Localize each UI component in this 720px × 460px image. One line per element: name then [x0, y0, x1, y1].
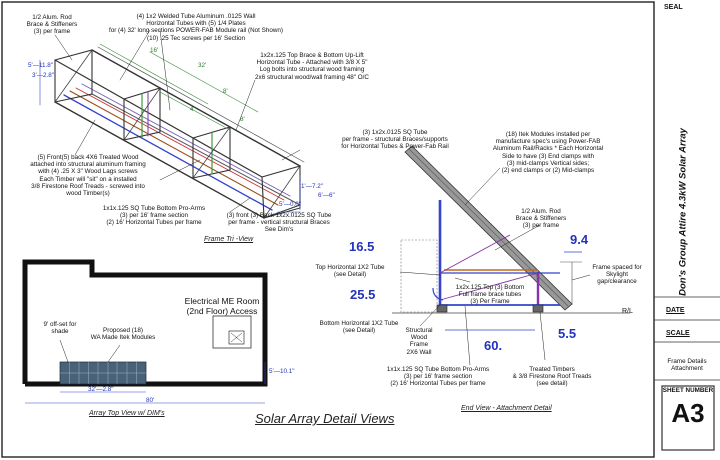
project-title: Don's Group Attire 4.3kW Solar Array — [677, 128, 689, 296]
dim-9-4: 9.4 — [570, 232, 589, 247]
modules-note: Proposed (18)WA Made Itek Modules — [90, 327, 156, 342]
sheet-description: Frame Details Attachment — [667, 358, 707, 373]
seal-label: SEAL — [664, 4, 683, 11]
dim-c: 1'—7.2" — [301, 183, 323, 190]
sheet-number: A3 — [671, 398, 705, 428]
end-view-label: End View - Attachment Detail — [461, 405, 552, 412]
electrical-room-label: Electrical ME Room(2nd Floor) Access — [184, 296, 260, 316]
note-bottom-horizontal: Bottom Horizontal 1X2 Tube(see Detail) — [319, 320, 399, 335]
dim-16-5: 16.5 — [349, 239, 375, 254]
rl-label: R/L — [622, 308, 633, 315]
dim-array-width: 32'—2.8" — [88, 386, 114, 393]
title-block-lines — [654, 296, 720, 451]
dim-a: 5'—11.8" — [28, 62, 54, 69]
dim-8b: 8' — [240, 116, 245, 123]
date-label: DATE — [666, 307, 685, 314]
note-pro-arms: 1x1x.125 SQ Tube Bottom Pro-Arms(3) per … — [102, 205, 206, 227]
dim-60: 60. — [484, 338, 503, 353]
note-top-horizontal: Top Horizontal 1X2 Tube(see Detail) — [315, 264, 385, 279]
dim-8a: 8' — [223, 88, 228, 95]
end-view-drawing — [392, 145, 630, 366]
dim-side: 5'—10.1" — [269, 368, 295, 375]
top-view-drawing — [22, 259, 268, 404]
top-view-label: Array Top View w/ DIM's — [89, 410, 165, 417]
dim-b: 3'—2.8" — [32, 72, 54, 79]
frame-tri-view-drawing — [39, 29, 305, 219]
scale-label: SCALE — [666, 330, 690, 337]
note-end-pro-arms: 1x1x.125 SQ Tube Bottom Pro-Arms(3) per … — [386, 366, 490, 388]
drawing-title: Solar Array Detail Views — [255, 411, 395, 426]
frame-tri-view-label: Frame Tri -View — [204, 236, 254, 243]
dim-d: 6'—6" — [318, 192, 335, 199]
note-timbers: Treated Timbers& 3/8 Firestone Roof Trea… — [512, 366, 592, 388]
dim-25-5: 25.5 — [350, 287, 376, 302]
dim-4: 4' — [190, 106, 195, 113]
sheet-number-label: SHEET NUMBER — [662, 387, 714, 394]
dim-total-length: 80' — [146, 397, 155, 404]
dim-16: 16' — [150, 47, 159, 54]
dim-e: 5'—0.0" — [279, 201, 301, 208]
dim-5-5: 5.5 — [558, 326, 577, 341]
dim-32: 32' — [198, 62, 207, 69]
